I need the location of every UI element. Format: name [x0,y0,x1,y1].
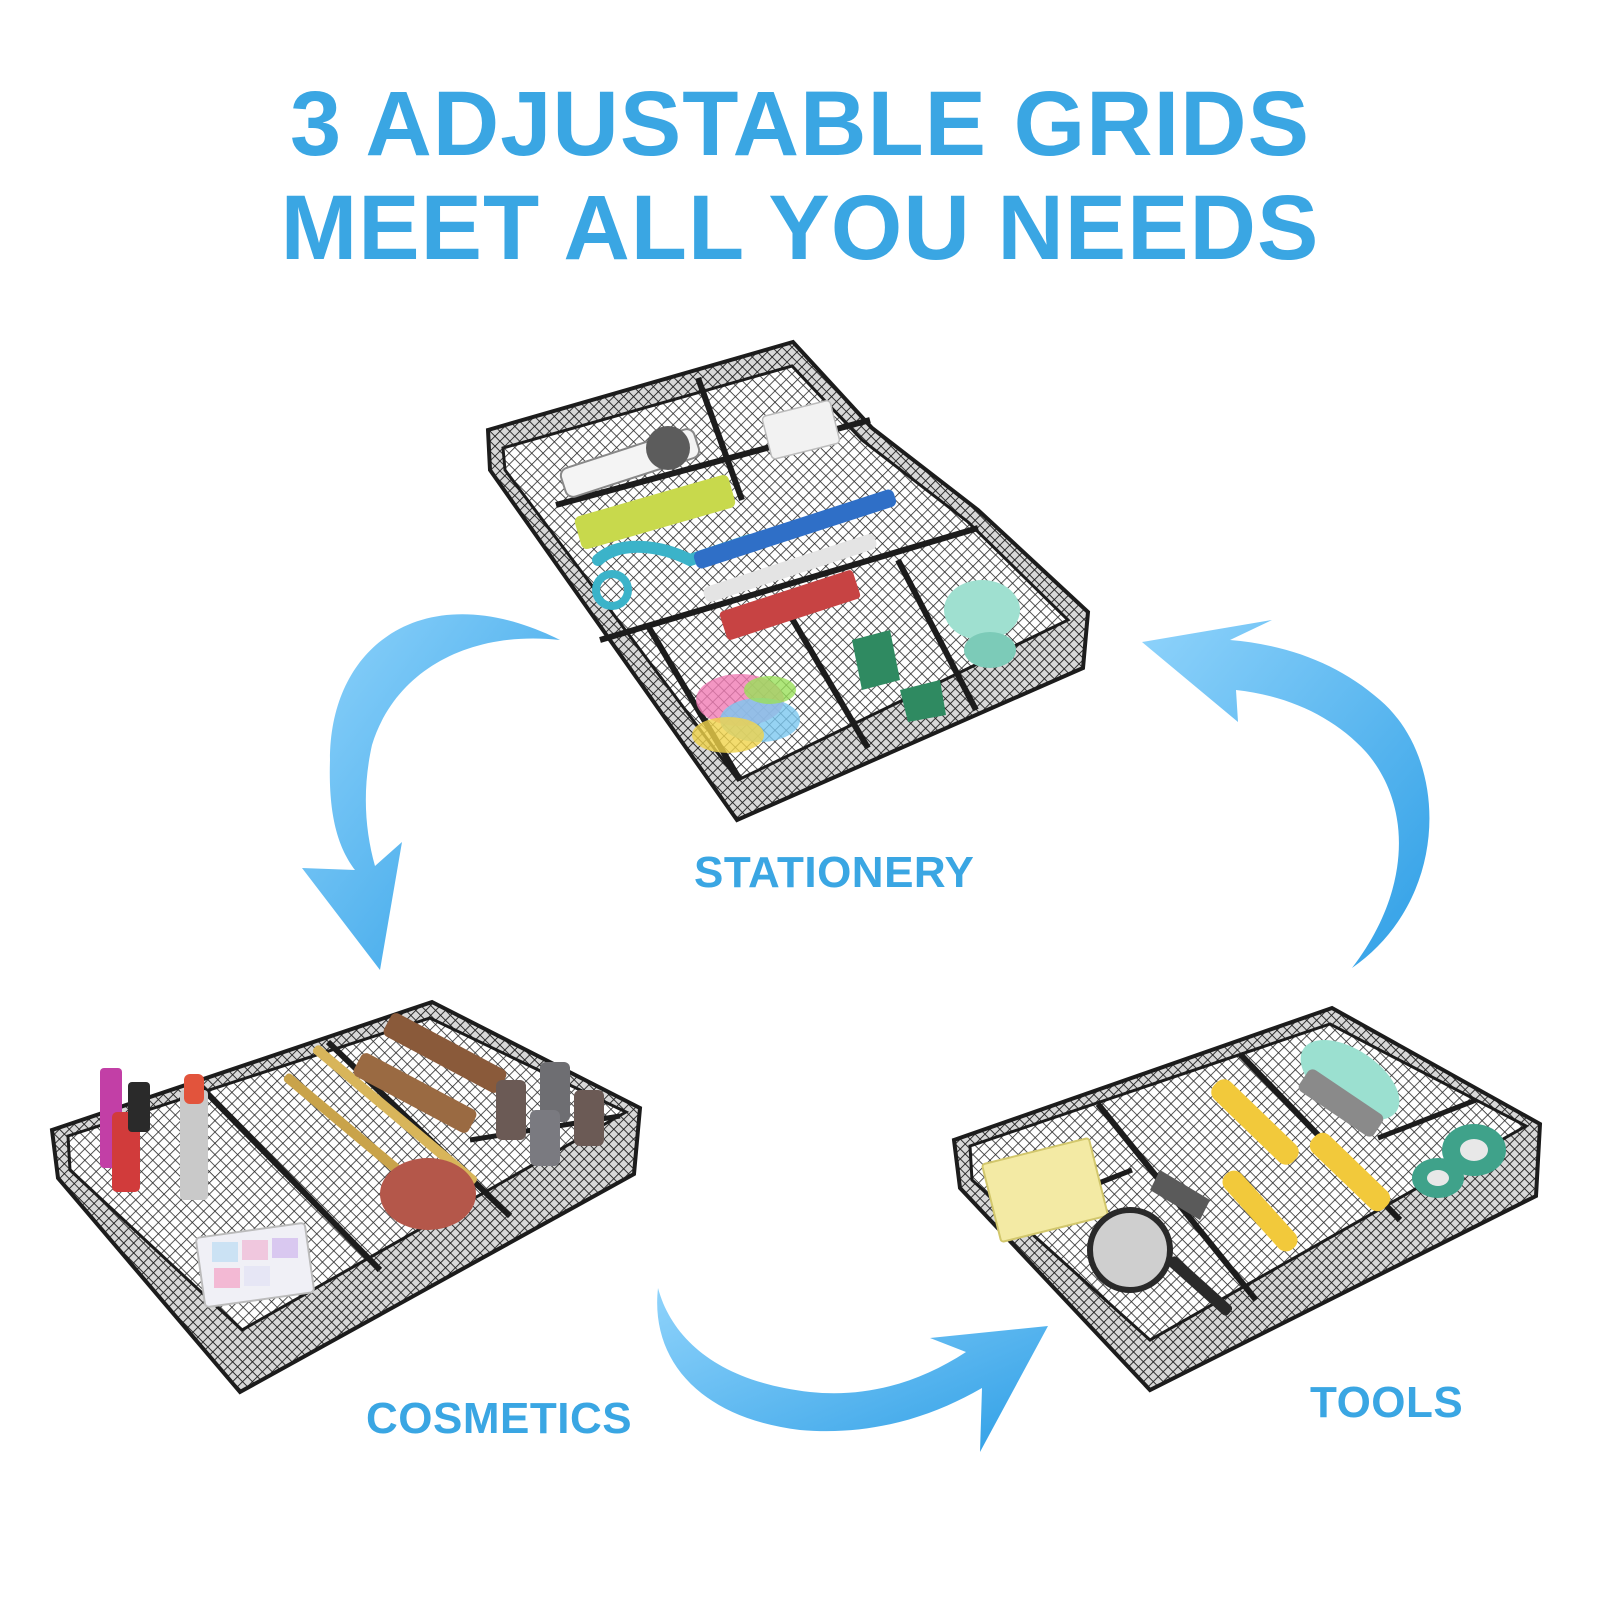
mesh-organizer-tray-tools [951,1005,1543,1393]
headline-line-2: MEET ALL YOU NEEDS [280,177,1320,279]
paperclips-icon [692,674,800,753]
mesh-organizer-tray-cosmetics [49,999,643,1395]
mesh-organizer-tray-stationery [485,339,1091,823]
label-cosmetics: COSMETICS [366,1394,633,1443]
eyeshadow-palette-icon [195,1222,315,1308]
tape-roll-icon [1412,1124,1506,1198]
label-stationery: STATIONERY [694,848,975,897]
curved-arrow-down-left-icon [302,614,560,970]
curved-arrow-up-icon [1142,620,1430,968]
curved-arrow-right-icon [657,1288,1048,1452]
magnifier-icon [1087,1207,1233,1316]
label-tools: TOOLS [1310,1378,1464,1427]
headline-line-1: 3 ADJUSTABLE GRIDS [290,73,1310,175]
headline: 3 ADJUSTABLE GRIDS MEET ALL YOU NEEDS [0,72,1600,280]
